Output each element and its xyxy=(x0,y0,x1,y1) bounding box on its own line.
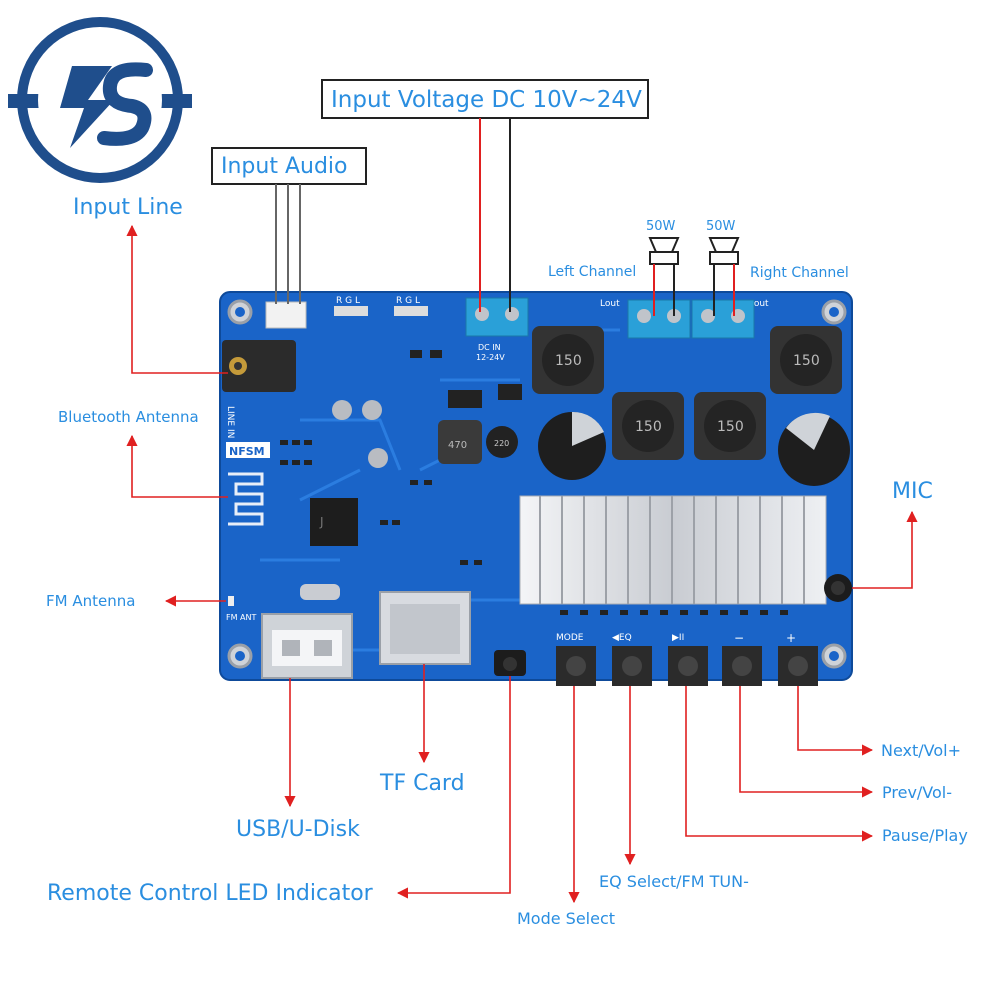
left-watt-label: 50W xyxy=(646,219,676,234)
dc-input-terminal xyxy=(465,297,529,337)
nfsm-silkscreen: NFSM xyxy=(229,445,265,458)
next-vol-button[interactable] xyxy=(778,646,818,686)
microphone xyxy=(824,574,852,602)
input-line-label: Input Line xyxy=(73,195,183,220)
main-ic: J xyxy=(310,498,358,546)
tf-card-slot xyxy=(379,591,471,665)
brand-logo xyxy=(8,17,192,183)
mic-label: MIC xyxy=(892,479,933,504)
btn-minus-silkscreen: − xyxy=(734,631,744,645)
bt-antenna-trace xyxy=(228,472,264,526)
play-pause-button[interactable] xyxy=(668,646,708,686)
bluetooth-antenna-arrow xyxy=(126,434,228,498)
next-vol-arrow xyxy=(797,686,874,756)
eq-select-label: EQ Select/FM TUN- xyxy=(599,872,749,891)
inductor-mark: 150 xyxy=(555,353,582,369)
input-audio-label: Input Audio xyxy=(221,154,348,179)
btn-play-silkscreen: ▶II xyxy=(672,633,684,643)
fm-ant-silkscreen: FM ANT xyxy=(226,613,257,622)
small-capacitor-mark: 220 xyxy=(494,439,509,448)
btn-mode-silkscreen: MODE xyxy=(556,633,584,643)
left-speaker-icon xyxy=(648,237,680,265)
power-inductor: 150 xyxy=(532,326,604,394)
lout-silkscreen: Lout xyxy=(600,299,620,309)
right-channel-label: Right Channel xyxy=(750,265,849,281)
input-audio-box xyxy=(211,147,367,185)
inductor-mark: 150 xyxy=(635,419,662,435)
pcb-board: R G L R G L LINE IN NFSM FM ANT J xyxy=(219,291,853,686)
rgl-right-silkscreen: R G L xyxy=(396,296,420,306)
power-inductor: 150 xyxy=(694,392,766,460)
right-speaker-icon xyxy=(708,237,740,265)
prev-vol-button[interactable] xyxy=(722,646,762,686)
bolt-icon xyxy=(60,66,114,148)
dc-volts-silkscreen: 12-24V xyxy=(476,353,505,362)
btn-eq-silkscreen: ◀EQ xyxy=(612,633,632,643)
small-inductor-mark: 470 xyxy=(448,440,467,451)
inductor-mark: 150 xyxy=(793,353,820,369)
svg-text:J: J xyxy=(319,515,324,529)
mounting-hole xyxy=(821,643,847,669)
right-watt-label: 50W xyxy=(706,219,736,234)
electrolytic-capacitor xyxy=(538,411,606,480)
ir-receiver xyxy=(494,650,526,676)
line-in-jack xyxy=(222,340,296,392)
next-vol-label: Next/Vol+ xyxy=(881,741,961,760)
prev-vol-arrow xyxy=(739,686,874,798)
rout-silkscreen: Rout xyxy=(748,299,769,309)
btn-plus-silkscreen: + xyxy=(786,631,796,645)
heatsink xyxy=(519,495,827,605)
eq-button[interactable] xyxy=(612,646,652,686)
mode-select-label: Mode Select xyxy=(517,909,615,928)
remote-led-label: Remote Control LED Indicator xyxy=(47,881,374,906)
fm-antenna-label: FM Antenna xyxy=(46,592,135,610)
mounting-hole xyxy=(227,643,253,669)
inductor-mark: 150 xyxy=(717,419,744,435)
right-speaker-terminal xyxy=(691,299,755,339)
prev-vol-label: Prev/Vol- xyxy=(882,783,952,802)
input-line-arrow xyxy=(126,224,228,374)
remote-led-arrow xyxy=(396,676,511,899)
s-letter-icon xyxy=(97,62,153,146)
small-capacitor xyxy=(486,426,518,458)
bluetooth-antenna-label: Bluetooth Antenna xyxy=(58,408,199,426)
mic-arrow xyxy=(852,510,918,589)
mounting-hole xyxy=(821,299,847,325)
electrolytic-capacitor xyxy=(778,412,850,486)
pause-play-label: Pause/Play xyxy=(882,826,968,845)
mode-button[interactable] xyxy=(556,646,596,686)
audio-input-header xyxy=(265,301,307,329)
usb-port xyxy=(261,613,353,679)
usb-disk-label: USB/U-Disk xyxy=(236,817,360,842)
mounting-hole xyxy=(227,299,253,325)
dc-in-silkscreen: DC IN xyxy=(478,343,501,352)
power-inductor: 150 xyxy=(770,326,842,394)
crystal xyxy=(300,584,340,600)
power-inductor: 150 xyxy=(612,392,684,460)
pause-play-arrow xyxy=(685,686,874,842)
input-voltage-box xyxy=(321,79,649,119)
small-inductor xyxy=(438,420,482,464)
input-voltage-label: Input Voltage DC 10V~24V xyxy=(331,87,642,113)
rgl-left-silkscreen: R G L xyxy=(336,296,360,306)
left-channel-label: Left Channel xyxy=(548,264,636,280)
left-speaker-terminal xyxy=(627,299,691,339)
tf-card-label: TF Card xyxy=(379,771,465,796)
line-in-silkscreen: LINE IN xyxy=(225,406,235,438)
